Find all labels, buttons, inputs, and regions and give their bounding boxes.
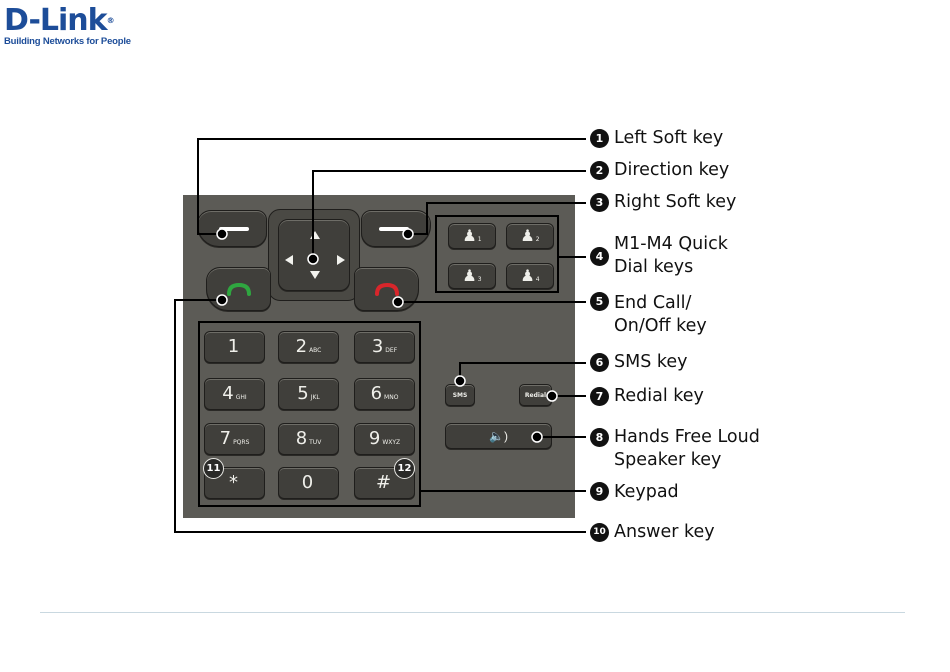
callout-badge-7: 7 (590, 387, 609, 406)
logo-registered-mark: ® (106, 16, 115, 25)
arrow-right-icon (337, 255, 345, 265)
right-soft-key-bar-icon (379, 226, 409, 231)
callout-badge-9: 9 (590, 482, 609, 501)
keypad-box (198, 321, 421, 507)
quick-dial-key-m2[interactable]: ♟2 (506, 223, 554, 249)
quick-dial-key-m4[interactable]: ♟4 (506, 263, 554, 289)
left-soft-key-bar-icon (219, 226, 249, 231)
callout-label-2: Direction key (614, 160, 730, 180)
keypad-key-hash[interactable]: # (354, 467, 415, 499)
person-icon: ♟ (520, 268, 535, 285)
keypad-key-1[interactable]: 1 (204, 331, 265, 363)
leader-line-right-soft-key (408, 202, 586, 235)
badge-11: 11 (203, 458, 224, 479)
right-soft-key[interactable] (361, 210, 431, 247)
leader-line-answer (174, 299, 586, 533)
callout-badge-4: 4 (590, 247, 609, 266)
leader-line-left-soft-key (197, 138, 586, 235)
left-soft-key[interactable] (197, 210, 267, 247)
handset-green-icon (226, 282, 251, 296)
person-icon: ♟ (462, 268, 477, 285)
logo-tagline: Building Networks for People (4, 36, 131, 47)
callout-badge-2: 2 (590, 161, 609, 180)
quick-dial-number: 3 (477, 275, 482, 283)
dlink-logo: D-Link® Building Networks for People (4, 3, 131, 48)
callout-label-9: Keypad (614, 482, 679, 502)
callout-dot (402, 228, 414, 240)
badge-12: 12 (394, 458, 415, 479)
quick-dial-box (435, 215, 559, 293)
callout-badge-1: 1 (590, 129, 609, 148)
end-call-key[interactable] (354, 267, 419, 311)
callout-badge-10: 10 (590, 523, 609, 542)
leader-line-direction-key (312, 170, 586, 259)
callout-label-7: Redial key (614, 386, 704, 406)
quick-dial-number: 2 (535, 235, 540, 243)
callout-label-3: Right Soft key (614, 192, 737, 212)
callout-badge-5: 5 (590, 292, 609, 311)
callout-badge-3: 3 (590, 193, 609, 212)
callout-badge-8: 8 (590, 428, 609, 447)
callout-label-8: Hands Free Loud Speaker key (614, 427, 760, 470)
callout-dot (454, 375, 466, 387)
callout-dot (216, 294, 228, 306)
callout-label-4: M1-M4 Quick Dial keys (614, 234, 728, 277)
callout-label-10: Answer key (614, 522, 715, 542)
arrow-down-icon (310, 271, 320, 279)
leader-line-sms (459, 362, 586, 381)
speaker-icon: 🔈) (489, 429, 508, 443)
redial-key[interactable]: Redial (519, 384, 552, 406)
callout-label-1: Left Soft key (614, 128, 724, 148)
callout-dot (392, 296, 404, 308)
callout-label-5: End Call/ On/Off key (614, 293, 707, 336)
quick-dial-number: 4 (535, 275, 540, 283)
person-icon: ♟ (462, 228, 477, 245)
arrow-left-icon (285, 255, 293, 265)
answer-key[interactable] (206, 267, 271, 311)
callout-dot (531, 431, 543, 443)
callout-dot (216, 228, 228, 240)
handset-red-icon (374, 282, 399, 296)
logo-name: D-Link (4, 3, 108, 38)
person-icon: ♟ (520, 228, 535, 245)
quick-dial-number: 1 (477, 235, 482, 243)
callout-label-6: SMS key (614, 352, 688, 372)
keypad-key-0[interactable]: 0 (278, 467, 339, 499)
quick-dial-key-m3[interactable]: ♟3 (448, 263, 496, 289)
quick-dial-key-m1[interactable]: ♟1 (448, 223, 496, 249)
footer-divider (40, 612, 905, 613)
callout-dot (307, 253, 319, 265)
callout-badge-6: 6 (590, 353, 609, 372)
callout-dot (546, 390, 558, 402)
